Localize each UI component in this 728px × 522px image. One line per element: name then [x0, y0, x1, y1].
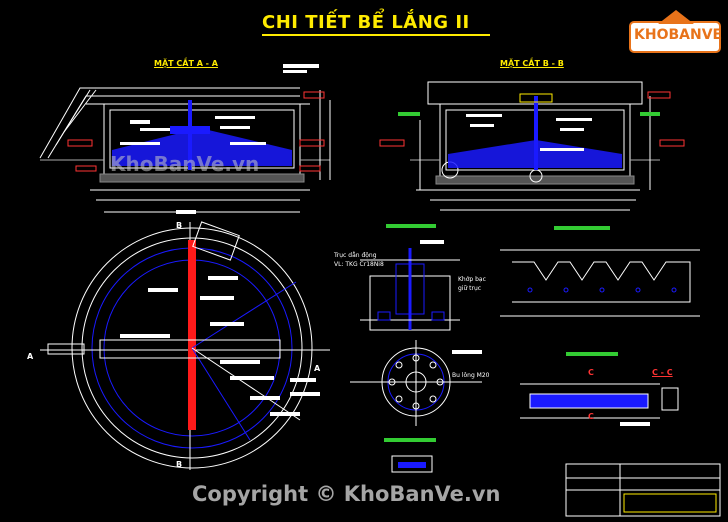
shaft-detail-notes — [386, 224, 444, 244]
label-shaft: Trục dẫn động — [334, 252, 377, 259]
plan-view-notes — [120, 210, 320, 416]
label-bearing-2: giữ trục — [458, 285, 482, 292]
drawing-title: CHI TIẾT BỂ LẮNG II — [262, 12, 470, 33]
cut-mark-a-left: A — [27, 352, 34, 361]
cut-mark-b-bottom: B — [176, 460, 183, 469]
label-bearing: Khớp bạc — [458, 276, 486, 283]
cut-mark-c-top: C — [588, 368, 594, 377]
watermark-middle: KhoBanVe.vn — [110, 152, 260, 176]
flange-detail — [350, 340, 482, 426]
section-a-a — [39, 87, 331, 213]
title-underline — [262, 34, 490, 36]
section-a-water — [112, 64, 319, 170]
section-c-title: C - C — [652, 368, 673, 377]
section-b-title: MẶT CẮT B - B — [500, 59, 564, 68]
label-shaft-spec: VL: TKG Cr18Ni8 — [334, 261, 384, 268]
section-a-levels — [67, 91, 325, 172]
cut-mark-a-right: A — [314, 364, 321, 373]
weir-detail — [500, 226, 700, 317]
title-block — [565, 463, 721, 517]
logo-badge — [629, 10, 721, 53]
cut-mark-c-bottom: C — [588, 412, 594, 421]
section-b-water — [379, 91, 685, 170]
logo-text: KHOBANVE — [634, 27, 723, 43]
section-a-title: MẶT CẮT A - A — [154, 59, 218, 68]
section-c-detail — [520, 352, 679, 426]
plan-view — [40, 221, 330, 470]
label-bolt: Bu lông M20 — [452, 372, 490, 379]
cut-mark-b-top: B — [176, 221, 183, 230]
watermark-bottom: Copyright © KhoBanVe.vn — [192, 482, 501, 506]
bottom-detail — [384, 438, 436, 473]
shaft-detail — [360, 248, 460, 331]
